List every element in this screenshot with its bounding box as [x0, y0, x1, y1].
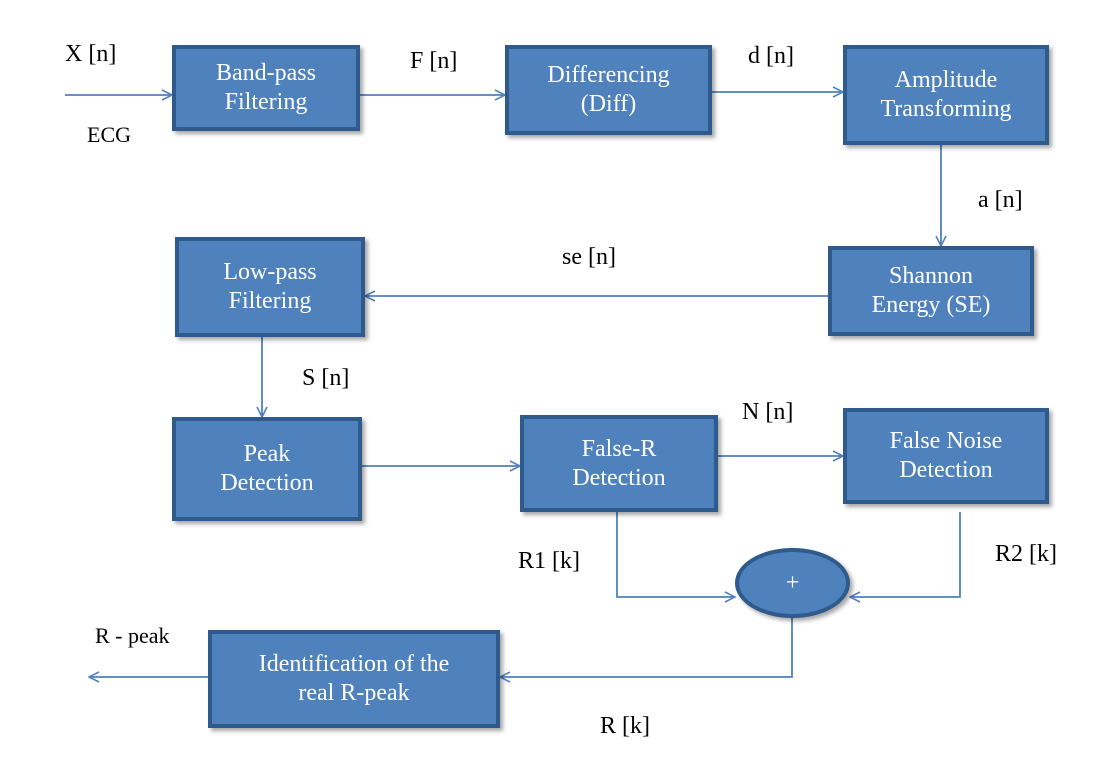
signal-label-ecg: ECG	[87, 122, 131, 147]
peak-detection-label: Peak Detection	[220, 441, 314, 496]
differencing-label: Differencing (Diff)	[547, 62, 670, 117]
signal-label-s: S [n]	[302, 365, 350, 391]
false-noise-detection-block: False Noise Detection	[843, 408, 1049, 504]
false-r-detection-label: False-R Detection	[572, 435, 666, 491]
summing-junction-symbol: +	[785, 569, 800, 596]
amplitude-transforming-label: Amplitude Transforming	[880, 67, 1012, 122]
bandpass-filter-label: Band-pass Filtering	[216, 60, 316, 115]
identification-label: Identification of the real R-peak	[258, 651, 450, 706]
amplitude-transforming-block: Amplitude Transforming	[843, 45, 1049, 145]
signal-label-n: N [n]	[742, 399, 794, 425]
signal-label-r-peak: R - peak	[95, 623, 170, 648]
differencing-block: Differencing (Diff)	[505, 45, 712, 135]
signal-label-a: a [n]	[978, 187, 1023, 213]
arrow-false-noise-to-summer	[850, 512, 961, 597]
signal-label-x: X [n]	[65, 41, 117, 67]
bandpass-filter-block: Band-pass Filtering	[172, 45, 360, 131]
arrow-summer-to-identification	[500, 618, 793, 677]
shannon-energy-label: Shannon Energy (SE)	[871, 263, 991, 318]
signal-label-se: se [n]	[562, 244, 616, 270]
lowpass-filter-label: Low-pass Filtering	[223, 259, 317, 314]
identification-block: Identification of the real R-peak	[208, 630, 500, 728]
signal-label-r: R [k]	[600, 713, 650, 739]
false-r-detection-block: False-R Detection	[520, 415, 718, 512]
signal-label-r2: R2 [k]	[995, 541, 1057, 567]
lowpass-filter-block: Low-pass Filtering	[175, 237, 365, 337]
signal-label-d: d [n]	[748, 43, 794, 69]
shannon-energy-block: Shannon Energy (SE)	[828, 246, 1034, 336]
signal-label-r1: R1 [k]	[518, 548, 580, 574]
signal-label-f: F [n]	[410, 48, 458, 74]
peak-detection-block: Peak Detection	[172, 417, 362, 521]
false-noise-detection-label: False Noise Detection	[889, 428, 1003, 483]
summing-junction: +	[735, 548, 850, 618]
arrow-false-r-to-summer	[616, 512, 735, 597]
